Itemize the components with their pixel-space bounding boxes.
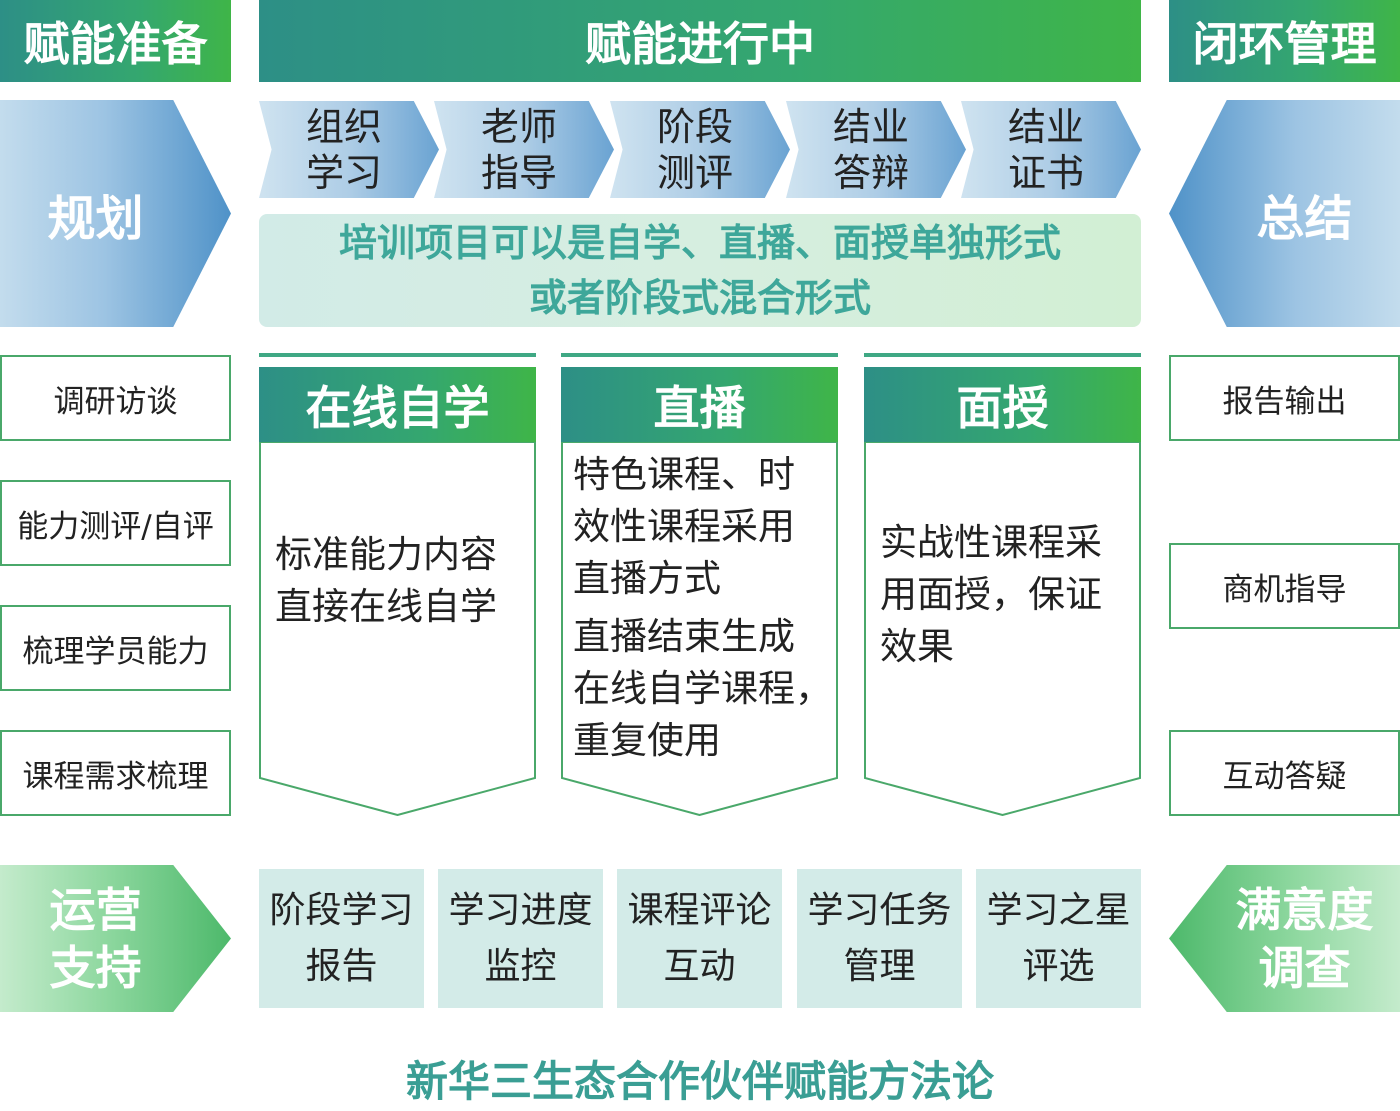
tile-line: 监控 — [484, 945, 557, 987]
step-stage-assessment: 阶段测评 — [610, 101, 790, 198]
tile-line: 阶段学习 — [269, 889, 414, 931]
step-line: 指导 — [480, 150, 557, 195]
tile-learning-star: 学习之星 评选 — [976, 869, 1141, 1008]
diagram-caption: 新华三生态合作伙伴赋能方法论 — [405, 1056, 994, 1106]
tile-course-comments: 课程评论 互动 — [617, 869, 782, 1008]
column-line: 效性课程采用 — [573, 505, 795, 548]
step-line: 证书 — [1007, 150, 1084, 195]
step-line: 答辩 — [832, 150, 909, 195]
tile-line: 学习任务 — [807, 889, 952, 931]
column-line: 标准能力内容 — [275, 533, 497, 576]
column-body-shape — [864, 442, 1141, 816]
left-item-ability-assessment: 能力测评/自评 — [0, 480, 231, 566]
step-line: 测评 — [656, 150, 733, 195]
tile-progress-monitor: 学习进度 监控 — [438, 869, 603, 1008]
column-line: 直播结束生成 — [573, 615, 795, 658]
band-line-2: 或者阶段式混合形式 — [528, 275, 871, 320]
column-top-rule — [561, 353, 838, 357]
column-top-rule — [259, 353, 536, 357]
training-format-band: 培训项目可以是自学、直播、面授单独形式 或者阶段式混合形式 — [259, 214, 1141, 327]
ops-line-1: 运营 — [49, 882, 142, 937]
header-closed-loop: 闭环管理 — [1169, 0, 1400, 82]
step-line: 老师 — [480, 104, 557, 149]
column-line: 在线自学课程， — [573, 667, 832, 710]
column-text: 标准能力内容 直接在线自学 — [275, 529, 525, 633]
column-text: 特色课程、时 效性课程采用 直播方式 直播结束生成 在线自学课程， 重复使用 — [573, 449, 835, 767]
plan-chevron: 规划 — [0, 100, 231, 327]
right-item-opportunity-guidance: 商机指导 — [1169, 543, 1400, 629]
tile-stage-report: 阶段学习 报告 — [259, 869, 424, 1008]
tile-line: 互动 — [663, 945, 736, 987]
column-line: 直播方式 — [573, 557, 721, 600]
tile-line: 报告 — [305, 945, 378, 987]
ops-support-chevron: 运营 支持 — [0, 865, 231, 1012]
tile-line: 学习进度 — [448, 889, 593, 931]
ops-line-2: 支持 — [49, 940, 142, 995]
column-face-to-face: 面授 实战性课程采 用面授，保证 效果 — [864, 353, 1141, 816]
column-title: 直播 — [561, 367, 838, 442]
satisfaction-survey-chevron: 满意度 调查 — [1169, 865, 1400, 1012]
band-line-1: 培训项目可以是自学、直播、面授单独形式 — [338, 220, 1061, 265]
step-line: 组织 — [305, 104, 382, 149]
column-line: 实战性课程采 — [880, 521, 1102, 564]
header-in-progress: 赋能进行中 — [259, 0, 1141, 82]
left-item-sort-abilities: 梳理学员能力 — [0, 605, 231, 691]
column-line: 用面授，保证 — [880, 573, 1102, 616]
column-body-shape — [561, 442, 838, 816]
right-item-report-output: 报告输出 — [1169, 355, 1400, 441]
tile-line: 学习之星 — [986, 889, 1131, 931]
tile-line: 课程评论 — [627, 889, 772, 931]
column-line: 效果 — [880, 625, 954, 668]
right-item-interactive-qa: 互动答疑 — [1169, 730, 1400, 816]
tile-line: 评选 — [1022, 945, 1095, 987]
column-title: 面授 — [864, 367, 1141, 442]
column-live: 直播 特色课程、时 效性课程采用 直播方式 直播结束生成 在线自学课程， 重复使… — [561, 353, 838, 816]
step-graduation-defense: 结业答辩 — [786, 101, 966, 198]
header-prep: 赋能准备 — [0, 0, 231, 82]
column-line: 重复使用 — [573, 719, 721, 762]
column-line: 直接在线自学 — [275, 585, 497, 628]
step-line: 阶段 — [656, 104, 733, 149]
column-top-rule — [864, 353, 1141, 357]
step-graduation-certificate: 结业证书 — [961, 101, 1141, 198]
left-item-course-needs: 课程需求梳理 — [0, 730, 231, 816]
column-body-shape — [259, 442, 536, 816]
column-line: 特色课程、时 — [573, 453, 795, 496]
column-self-study: 在线自学 标准能力内容 直接在线自学 — [259, 353, 536, 816]
step-organize-learning: 组织学习 — [259, 101, 439, 198]
satisfaction-line-2: 调查 — [1258, 940, 1351, 995]
step-line: 结业 — [1007, 104, 1084, 149]
satisfaction-line-1: 满意度 — [1235, 882, 1374, 937]
step-line: 结业 — [832, 104, 909, 149]
column-text: 实战性课程采 用面授，保证 效果 — [880, 517, 1138, 673]
summary-chevron: 总结 — [1169, 100, 1400, 327]
left-item-research-interview: 调研访谈 — [0, 355, 231, 441]
step-line: 学习 — [305, 150, 382, 195]
tile-line: 管理 — [843, 945, 916, 987]
step-teacher-guidance: 老师指导 — [434, 101, 614, 198]
tile-task-management: 学习任务 管理 — [797, 869, 962, 1008]
column-title: 在线自学 — [259, 367, 536, 442]
